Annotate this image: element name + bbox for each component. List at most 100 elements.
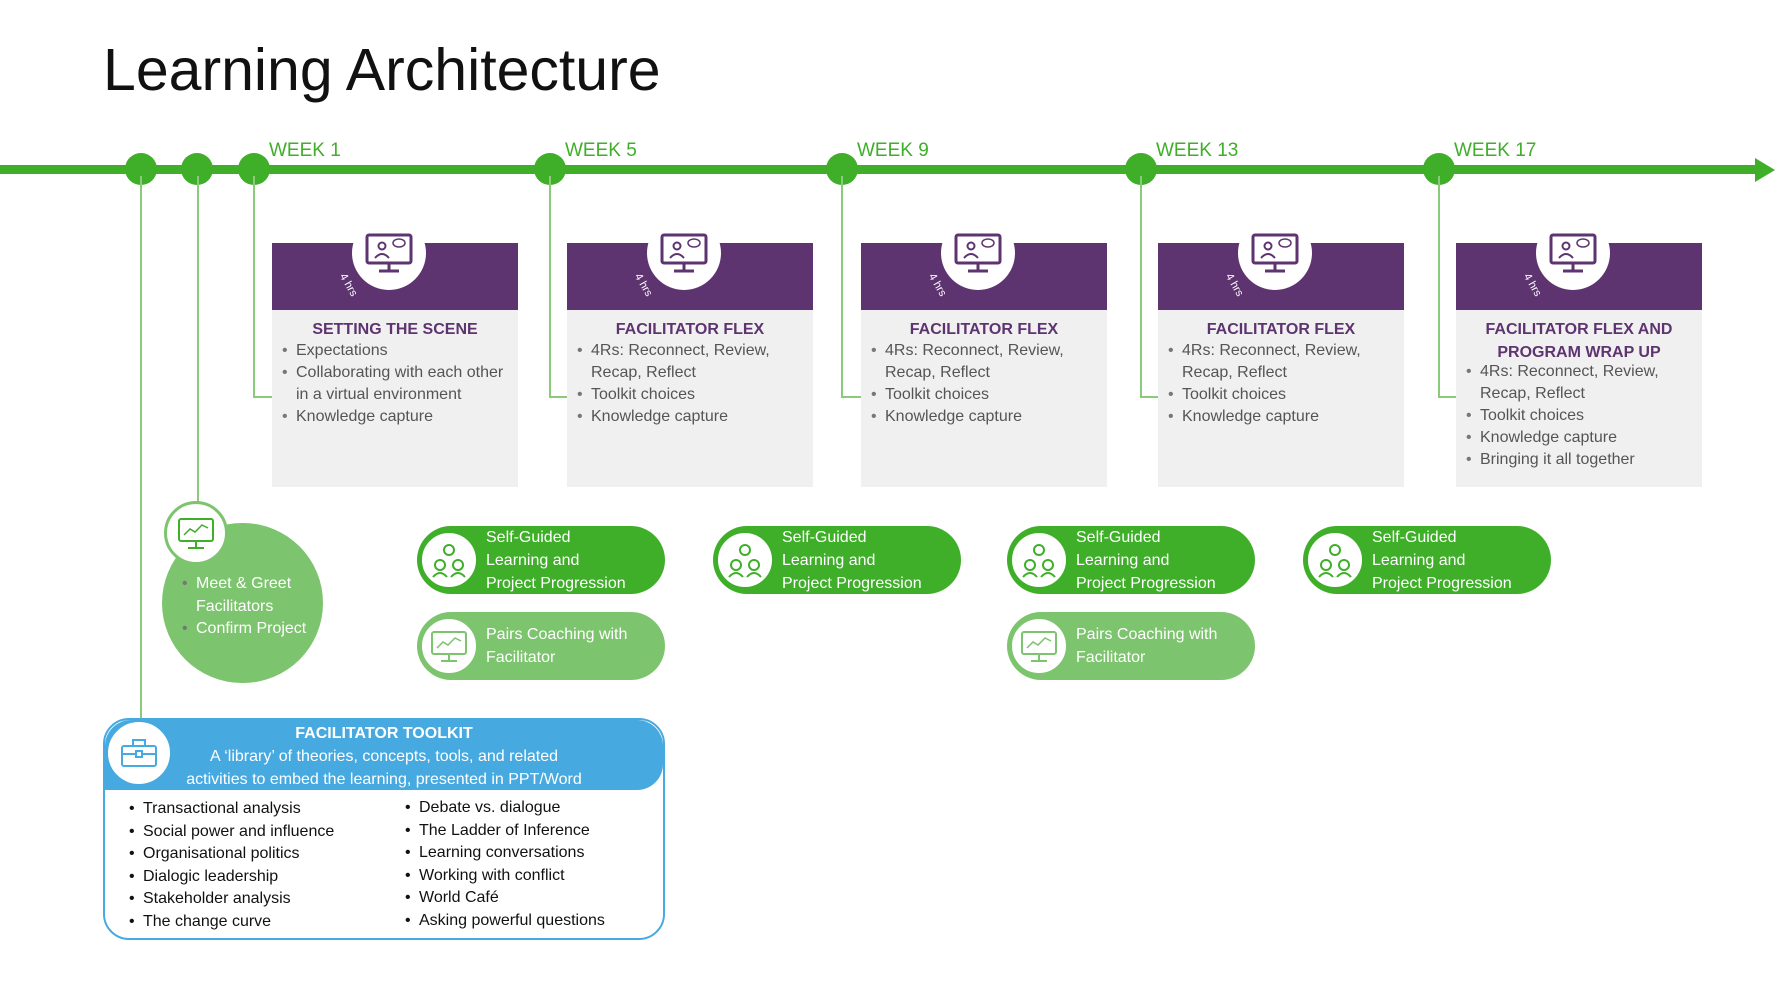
- connector-week-17: [1438, 176, 1440, 398]
- self-guided-line: Project Progression: [1372, 574, 1512, 592]
- session-items: 4Rs: Reconnect, Review, Recap, ReflectTo…: [577, 340, 807, 428]
- connector-week-5: [549, 176, 551, 398]
- session-item: Toolkit choices: [1168, 384, 1398, 406]
- toolkit-subtitle: A ‘library’ of theories, concepts, tools…: [209, 748, 559, 765]
- session-item: Collaborating with each other in a virtu…: [282, 362, 512, 406]
- self-guided-line: Learning and: [1076, 551, 1170, 569]
- virtual-session-icon: [1238, 216, 1312, 290]
- session-item: Knowledge capture: [282, 406, 512, 428]
- session-item: 4Rs: Reconnect, Review, Recap, Reflect: [577, 340, 807, 384]
- self-guided-line: Self-Guided: [1076, 528, 1161, 546]
- session-title: FACILITATOR FLEX: [909, 321, 1059, 338]
- toolkit-subtitle: activities to embed the learning, presen…: [186, 771, 582, 788]
- toolkit-item: Organisational politics: [129, 843, 334, 866]
- self-guided-line: Self-Guided: [486, 528, 571, 546]
- monitor-coaching-icon: [1010, 617, 1068, 675]
- connector-week-1: [253, 176, 255, 398]
- session-item: 4Rs: Reconnect, Review, Recap, Reflect: [871, 340, 1101, 384]
- connector-week-17-branch: [1438, 396, 1456, 398]
- session-items: 4Rs: Reconnect, Review, Recap, ReflectTo…: [1466, 361, 1696, 471]
- week-label: WEEK 9: [857, 140, 929, 161]
- facilitator-toolkit-box: FACILITATOR TOOLKIT A ‘library’ of theor…: [103, 718, 665, 940]
- self-guided-line: Self-Guided: [782, 528, 867, 546]
- presentation-icon: [164, 501, 228, 565]
- toolkit-item: Stakeholder analysis: [129, 888, 334, 911]
- toolkit-item: Debate vs. dialogue: [405, 797, 605, 820]
- week-label: WEEK 13: [1156, 140, 1239, 161]
- toolbox-icon: [106, 720, 172, 786]
- toolkit-item: Transactional analysis: [129, 798, 334, 821]
- group-learning-icon: [716, 531, 774, 589]
- session-item: 4Rs: Reconnect, Review, Recap, Reflect: [1466, 361, 1696, 405]
- session-item: Toolkit choices: [577, 384, 807, 406]
- toolkit-list-left: Transactional analysis Social power and …: [129, 798, 334, 933]
- connector-week-9: [841, 176, 843, 398]
- session-title: FACILITATOR FLEX AND PROGRAM WRAP UP: [1485, 321, 1673, 361]
- connector-week-13-branch: [1140, 396, 1158, 398]
- connector-week-1-branch: [253, 396, 273, 398]
- virtual-session-icon: [352, 216, 426, 290]
- self-guided-line: Project Progression: [486, 574, 626, 592]
- self-guided-line: Learning and: [782, 551, 876, 569]
- toolkit-item: Asking powerful questions: [405, 910, 605, 933]
- meet-greet-item: Confirm Project: [182, 618, 317, 641]
- connector-week-13: [1140, 176, 1142, 398]
- group-learning-icon: [1010, 531, 1068, 589]
- pairs-coaching-line: Pairs Coaching with: [1076, 626, 1218, 643]
- session-item: Bringing it all together: [1466, 449, 1696, 471]
- session-title: FACILITATOR FLEX: [615, 321, 765, 338]
- self-guided-line: Project Progression: [1076, 574, 1216, 592]
- page-title: Learning Architecture: [103, 37, 661, 103]
- toolkit-item: The Ladder of Inference: [405, 820, 605, 843]
- session-item: Knowledge capture: [871, 406, 1101, 428]
- pairs-coaching-line: Pairs Coaching with: [486, 626, 628, 643]
- toolkit-item: Social power and influence: [129, 821, 334, 844]
- session-item: Knowledge capture: [1168, 406, 1398, 428]
- session-items: ExpectationsCollaborating with each othe…: [282, 340, 512, 428]
- session-items: 4Rs: Reconnect, Review, Recap, ReflectTo…: [871, 340, 1101, 428]
- pairs-coaching-line: Facilitator: [486, 649, 556, 666]
- monitor-coaching-icon: [420, 617, 478, 675]
- session-item: Expectations: [282, 340, 512, 362]
- toolkit-item: Learning conversations: [405, 842, 605, 865]
- virtual-session-icon: [941, 216, 1015, 290]
- meet-greet-item: Meet & Greet Facilitators: [182, 573, 317, 618]
- week-label: WEEK 1: [269, 140, 341, 161]
- facilitator-toolkit-header: FACILITATOR TOOLKIT A ‘library’ of theor…: [105, 720, 663, 790]
- toolkit-item: Working with conflict: [405, 865, 605, 888]
- meet-greet-list: Meet & Greet Facilitators Confirm Projec…: [182, 573, 317, 641]
- week-label: WEEK 17: [1454, 140, 1537, 161]
- timeline-arrowhead: [1755, 158, 1775, 182]
- self-guided-line: Learning and: [486, 551, 580, 569]
- session-item: Knowledge capture: [577, 406, 807, 428]
- self-guided-line: Project Progression: [782, 574, 922, 592]
- virtual-session-icon: [1536, 216, 1610, 290]
- connector-week-9-branch: [841, 396, 861, 398]
- toolkit-item: The change curve: [129, 911, 334, 934]
- virtual-session-icon: [647, 216, 721, 290]
- connector-week-5-branch: [549, 396, 567, 398]
- toolkit-item: World Café: [405, 887, 605, 910]
- timeline-bar: [0, 165, 1760, 174]
- toolkit-list-right: Debate vs. dialogue The Ladder of Infere…: [405, 797, 605, 932]
- session-item: Toolkit choices: [1466, 405, 1696, 427]
- toolkit-title: FACILITATOR TOOLKIT: [295, 725, 473, 742]
- toolkit-item: Dialogic leadership: [129, 866, 334, 889]
- pairs-coaching-line: Facilitator: [1076, 649, 1146, 666]
- connector-meet-greet: [197, 176, 199, 502]
- session-item: Toolkit choices: [871, 384, 1101, 406]
- self-guided-line: Self-Guided: [1372, 528, 1457, 546]
- self-guided-line: Learning and: [1372, 551, 1466, 569]
- group-learning-icon: [1306, 531, 1364, 589]
